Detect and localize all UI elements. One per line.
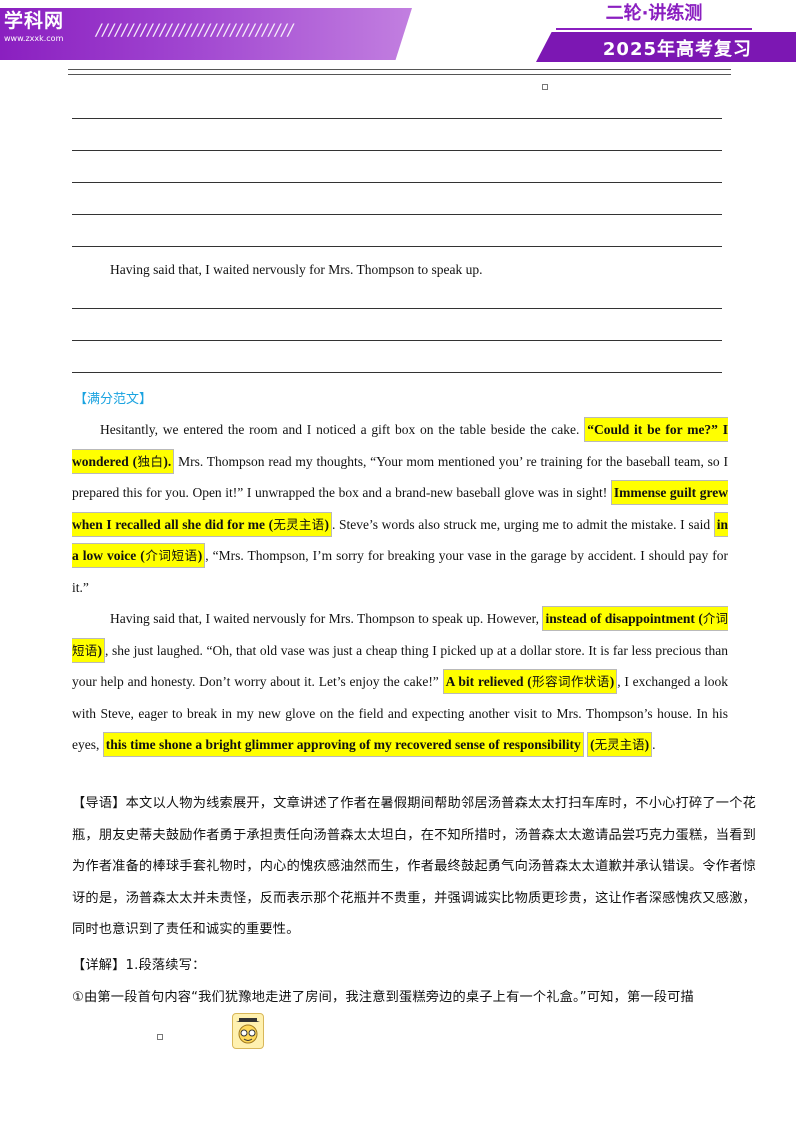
marker-square: [542, 84, 548, 90]
essay-paragraph-1: Hesitantly, we entered the room and I no…: [72, 414, 728, 603]
essay-text: . Steve’s words also struck me, urging m…: [331, 516, 714, 532]
detail-line: ①由第一段首句内容“我们犹豫地走进了房间，我注意到蛋糕旁边的桌子上有一个礼盒。”…: [72, 989, 694, 1005]
site-logo: 学科网 www.zxxk.com: [4, 10, 78, 58]
series-label: 二轮·讲练测: [605, 3, 703, 24]
writing-line: [72, 214, 722, 215]
banner-decoration: ///////////////////////////////: [96, 20, 295, 39]
header-banner-left: [0, 8, 412, 60]
writing-line: [72, 372, 722, 373]
header-rule: [68, 69, 731, 75]
essay-text: , I exchanged a look with Steve, eager t…: [72, 674, 728, 752]
header-divider: [556, 28, 752, 30]
writing-line: [72, 118, 722, 119]
writing-line: [72, 340, 722, 341]
writing-line: [72, 246, 722, 247]
detail-section: 【详解】1.段落续写： ①由第一段首句内容“我们犹豫地走进了房间，我注意到蛋糕旁…: [72, 950, 756, 1013]
highlight: (无灵主语): [587, 732, 653, 757]
page-header: 学科网 www.zxxk.com ///////////////////////…: [0, 0, 800, 64]
essay-text: Mrs. Thompson read my thoughts, “Your mo…: [72, 453, 728, 501]
year-banner: 2025年高考复习: [536, 32, 796, 62]
essay-text: Having said that, I waited nervously for…: [110, 611, 543, 626]
paragraph-prompt: Having said that, I waited nervously for…: [110, 262, 483, 277]
highlight: A bit relieved (形容词作状语): [442, 669, 618, 694]
detail-heading: 【详解】1.段落续写：: [72, 958, 206, 973]
highlight: this time shone a bright glimmer approvi…: [102, 732, 584, 757]
essay-text: .: [652, 737, 656, 752]
writing-line: [72, 182, 722, 183]
essay-text: , she just laughed. “Oh, that old vase w…: [72, 642, 728, 690]
essay-text: Hesitantly, we entered the room and I no…: [100, 422, 585, 437]
logo-text: 学科网: [4, 10, 65, 32]
writing-line: [72, 308, 722, 309]
mascot-icon: [232, 1013, 264, 1049]
guide-text: 【导语】本文以人物为线索展开，文章讲述了作者在暑假期间帮助邻居汤普森太太打扫车库…: [72, 796, 756, 937]
section-title: 【满分范文】: [74, 392, 153, 407]
model-essay: Hesitantly, we entered the room and I no…: [72, 414, 728, 761]
logo-url: www.zxxk.com: [4, 34, 64, 43]
essay-paragraph-2: Having said that, I waited nervously for…: [72, 603, 728, 761]
essay-text: , “Mrs. Thompson, I’m sorry for breaking…: [72, 548, 728, 595]
year-label: 2025年高考复习: [602, 39, 752, 60]
writing-line: [72, 150, 722, 151]
marker-square: [157, 1034, 163, 1040]
